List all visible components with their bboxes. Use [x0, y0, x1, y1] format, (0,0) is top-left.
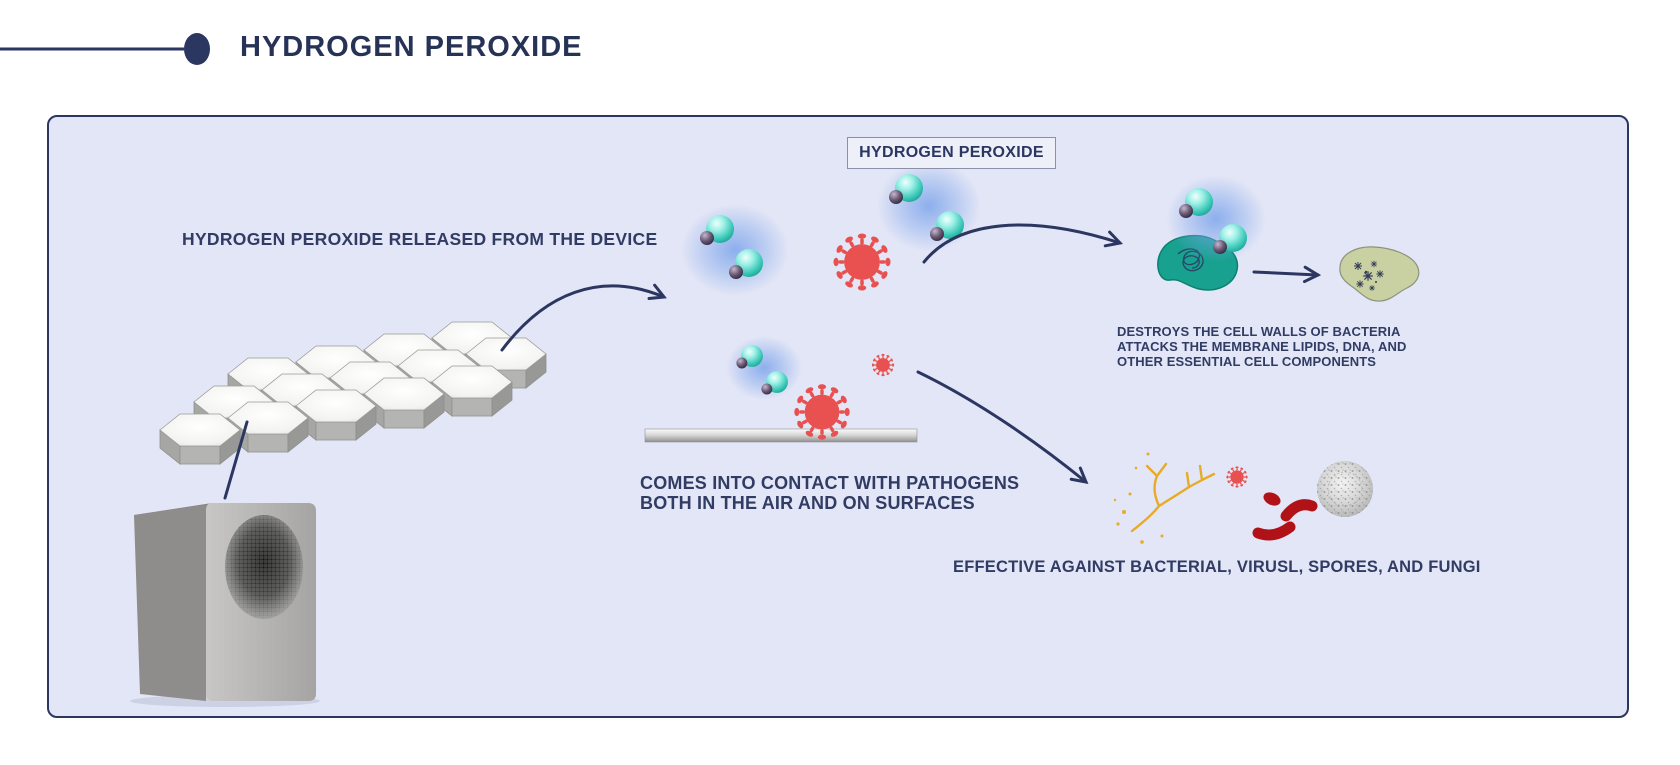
- device-icon: [130, 503, 320, 707]
- bacteria-rods-icon: [1252, 492, 1318, 541]
- honeycomb-icon: [159, 321, 547, 465]
- virus-pathogen-group-icon: [1226, 466, 1247, 487]
- caption-contact-line1: COMES INTO CONTACT WITH PATHOGENS: [640, 473, 1020, 493]
- hydrogen-peroxide-label-box: HYDROGEN PEROXIDE: [847, 137, 1056, 169]
- caption-destroys: DESTROYS THE CELL WALLS OF BACTERIA ATTA…: [1117, 324, 1406, 369]
- virus-airborne-icon: [833, 233, 890, 290]
- fungus-icon: [1113, 452, 1216, 544]
- caption-destroys-line1: DESTROYS THE CELL WALLS OF BACTERIA: [1117, 324, 1401, 339]
- virus-small-icon: [872, 354, 894, 376]
- burst-cluster-icon: [1353, 260, 1385, 292]
- h2o2-molecule-pair-a-icon: [681, 204, 789, 296]
- caption-contact: COMES INTO CONTACT WITH PATHOGENS BOTH I…: [640, 473, 1019, 513]
- surface-bar-icon: [644, 428, 918, 443]
- h2o2-molecule-pair-d-icon: [726, 336, 802, 400]
- hydrogen-peroxide-label: HYDROGEN PEROXIDE: [859, 144, 1044, 161]
- caption-destroys-line2: ATTACKS THE MEMBRANE LIPIDS, DNA, AND: [1117, 339, 1407, 354]
- arrow-to-pathogens-icon: [916, 370, 1089, 484]
- caption-contact-line2: BOTH IN THE AIR AND ON SURFACES: [640, 493, 975, 513]
- spore-icon: [1317, 461, 1373, 517]
- damaged-cell-icon: [1339, 246, 1420, 302]
- connector-line: [223, 420, 249, 500]
- arrow-to-air-icon: [500, 283, 667, 352]
- h2o2-molecule-pair-b-icon: [877, 160, 981, 252]
- caption-destroys-line3: OTHER ESSENTIAL CELL COMPONENTS: [1117, 354, 1377, 369]
- header-bullet-icon: [184, 33, 210, 65]
- arrow-degradation-icon: [1252, 265, 1322, 284]
- h2o2-molecule-pair-c-icon: [1166, 175, 1266, 263]
- arrow-to-bacteria-icon: [922, 223, 1123, 264]
- page-title: HYDROGEN PEROXIDE: [240, 31, 583, 63]
- caption-effective: EFFECTIVE AGAINST BACTERIAL, VIRUSL, SPO…: [953, 558, 1481, 576]
- caption-released: HYDROGEN PEROXIDE RELEASED FROM THE DEVI…: [182, 229, 658, 249]
- header-rule: [0, 33, 210, 65]
